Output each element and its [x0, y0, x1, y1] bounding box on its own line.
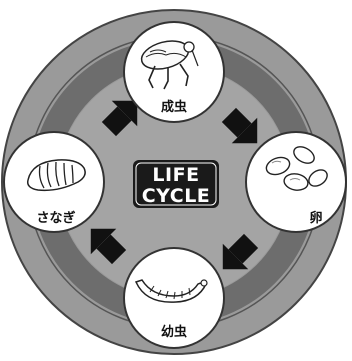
stage-larva-label: 幼虫	[161, 324, 187, 340]
stage-pupa: さなぎ	[4, 132, 104, 232]
stage-larva: 幼虫	[124, 248, 224, 348]
stage-egg-label: 卵	[309, 210, 322, 226]
center-label: LIFE CYCLE	[133, 160, 219, 208]
center-line-2: CYCLE	[142, 185, 211, 207]
stage-adult-label: 成虫	[161, 99, 187, 115]
center-line-1: LIFE	[152, 164, 199, 186]
stage-adult: 成虫	[124, 22, 224, 122]
stage-egg: 卵	[246, 132, 346, 232]
stage-pupa-label: さなぎ	[36, 210, 75, 226]
